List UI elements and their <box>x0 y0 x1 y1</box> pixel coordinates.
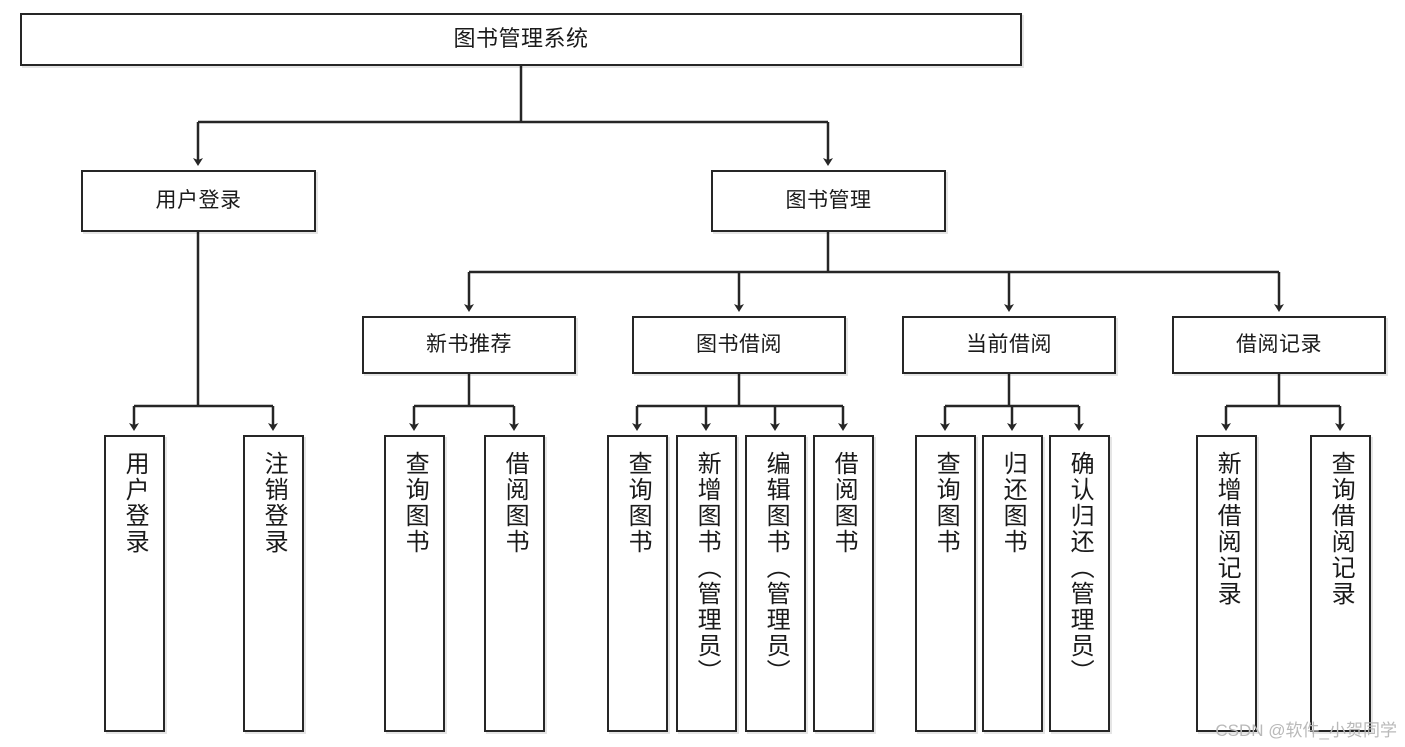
node-leaf-return-book[interactable]: 归还图书 <box>982 435 1043 732</box>
node-label: 用户登录 <box>155 188 242 212</box>
node-label: 借阅图书 <box>501 451 529 555</box>
node-label: 当前借阅 <box>966 332 1052 356</box>
node-label: 新书推荐 <box>426 332 512 356</box>
node-leaf-borrow-book-1[interactable]: 借阅图书 <box>484 435 545 732</box>
node-label: 确认归还（管理员） <box>1066 451 1094 685</box>
node-label: 归还图书 <box>999 451 1027 555</box>
node-label: 图书管理 <box>785 188 872 212</box>
node-leaf-user-login[interactable]: 用户登录 <box>104 435 165 732</box>
node-root-system[interactable]: 图书管理系统 <box>20 13 1022 66</box>
node-leaf-query-borrow-record[interactable]: 查询借阅记录 <box>1310 435 1371 732</box>
node-leaf-add-borrow-record[interactable]: 新增借阅记录 <box>1196 435 1257 732</box>
node-label: 新增借阅记录 <box>1213 451 1241 607</box>
node-label: 查询图书 <box>401 451 429 555</box>
node-label: 图书借阅 <box>696 332 782 356</box>
node-leaf-borrow-book-2[interactable]: 借阅图书 <box>813 435 874 732</box>
node-leaf-query-book-2[interactable]: 查询图书 <box>607 435 668 732</box>
node-label: 借阅记录 <box>1236 332 1322 356</box>
node-label: 新增图书（管理员） <box>693 451 721 685</box>
node-current-borrow[interactable]: 当前借阅 <box>902 316 1116 374</box>
node-new-book-recommend[interactable]: 新书推荐 <box>362 316 576 374</box>
node-label: 用户登录 <box>121 451 149 555</box>
node-borrow-record[interactable]: 借阅记录 <box>1172 316 1386 374</box>
node-label: 查询图书 <box>932 451 960 555</box>
node-label: 查询图书 <box>624 451 652 555</box>
node-leaf-query-book-3[interactable]: 查询图书 <box>915 435 976 732</box>
node-book-manage[interactable]: 图书管理 <box>711 170 946 232</box>
node-label: 借阅图书 <box>830 451 858 555</box>
watermark-text: CSDN @软件_小贺同学 <box>1215 721 1397 740</box>
node-label: 图书管理系统 <box>453 26 589 52</box>
node-label: 注销登录 <box>260 451 288 555</box>
node-leaf-logout-login[interactable]: 注销登录 <box>243 435 304 732</box>
node-label: 查询借阅记录 <box>1327 451 1355 607</box>
node-leaf-edit-book-admin[interactable]: 编辑图书（管理员） <box>745 435 806 732</box>
node-user-login[interactable]: 用户登录 <box>81 170 316 232</box>
node-leaf-add-book-admin[interactable]: 新增图书（管理员） <box>676 435 737 732</box>
node-leaf-query-book-1[interactable]: 查询图书 <box>384 435 445 732</box>
node-label: 编辑图书（管理员） <box>762 451 790 685</box>
node-leaf-confirm-return-admin[interactable]: 确认归还（管理员） <box>1049 435 1110 732</box>
node-book-borrow[interactable]: 图书借阅 <box>632 316 846 374</box>
